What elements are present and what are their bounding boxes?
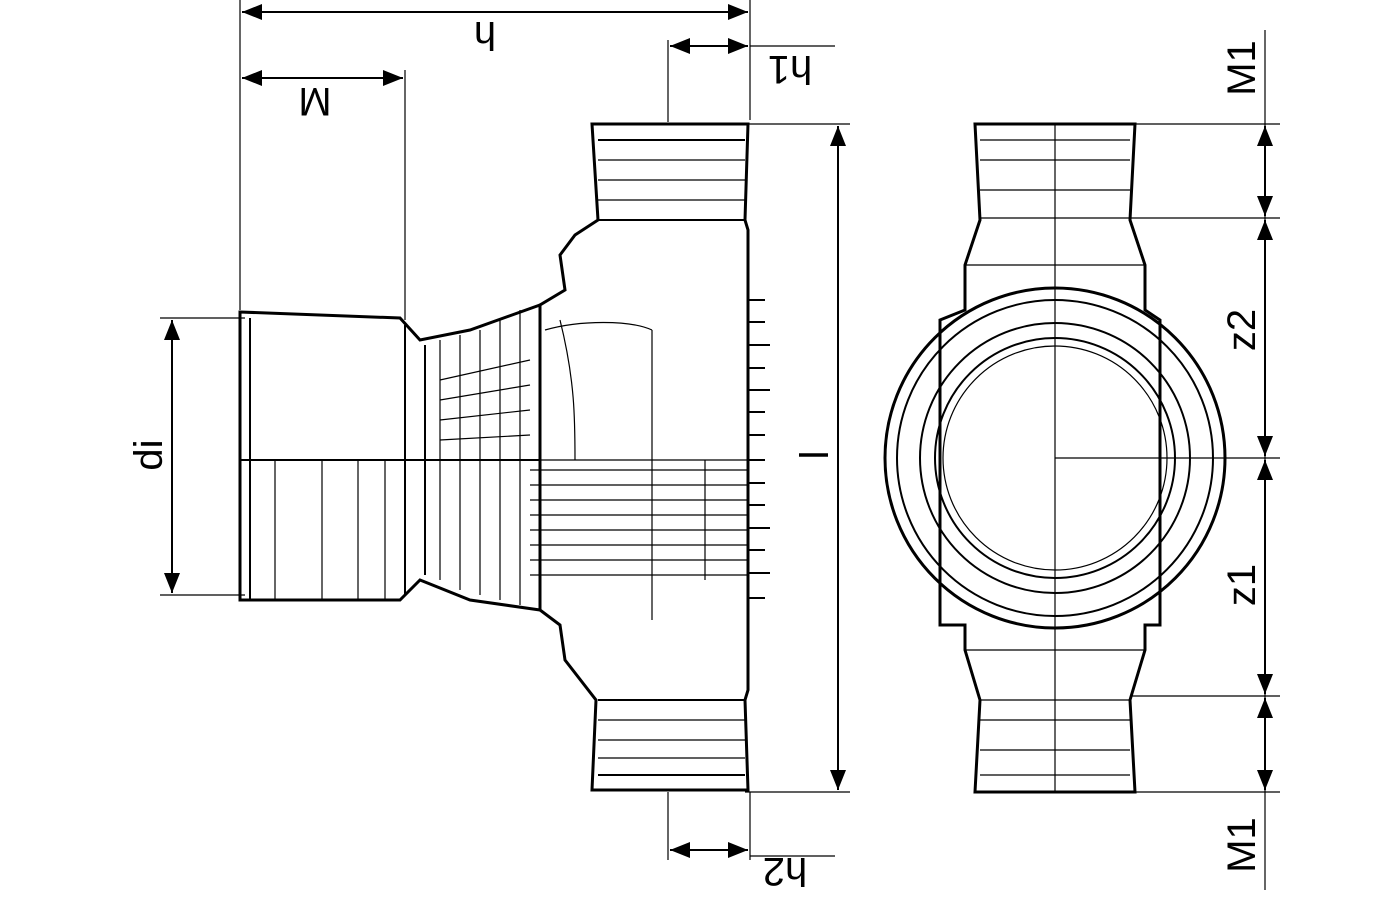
side-view bbox=[160, 0, 850, 860]
tee-main-body bbox=[538, 122, 750, 792]
label-z2: z2 bbox=[1220, 309, 1264, 351]
label-z1: z1 bbox=[1220, 564, 1264, 606]
front-ribs bbox=[965, 139, 1145, 776]
label-h2: h2 bbox=[763, 849, 808, 893]
branch-ribs bbox=[274, 310, 531, 605]
label-h: h bbox=[474, 13, 496, 57]
branch-socket bbox=[238, 302, 542, 612]
front-view bbox=[883, 30, 1280, 890]
label-M1-bottom: M1 bbox=[1220, 817, 1264, 873]
fins bbox=[748, 299, 770, 599]
label-h1: h1 bbox=[768, 47, 813, 91]
inner-ribs bbox=[530, 319, 748, 620]
label-di: di bbox=[127, 439, 171, 470]
label-l: l bbox=[793, 451, 837, 460]
socket-ribs-top bbox=[598, 159, 745, 759]
label-M: M bbox=[298, 79, 331, 123]
label-M1-top: M1 bbox=[1220, 40, 1264, 96]
